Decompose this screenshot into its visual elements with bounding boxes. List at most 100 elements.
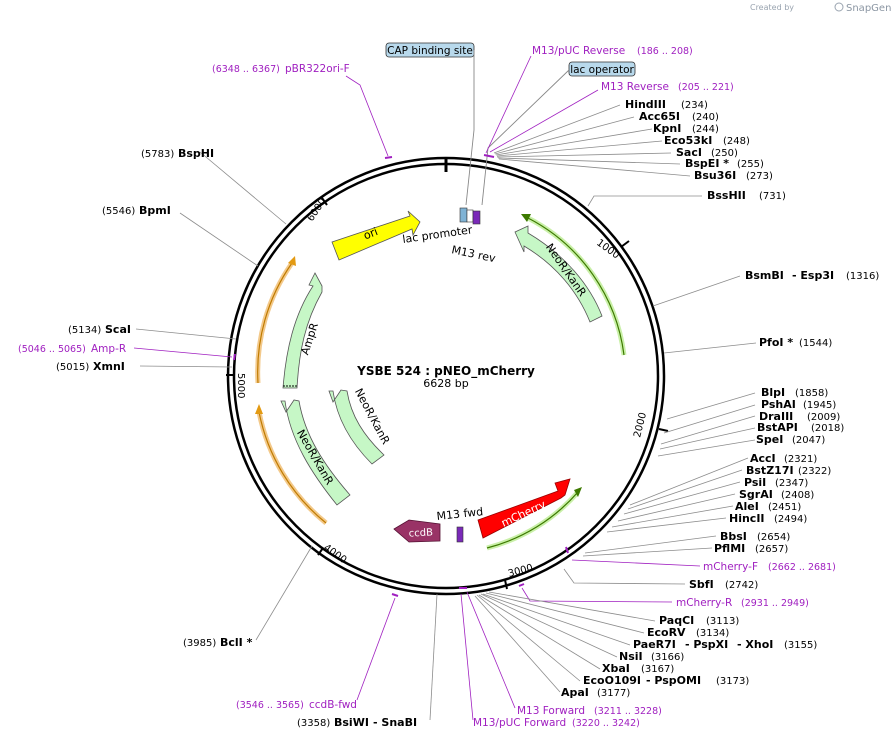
tick-6000 bbox=[321, 197, 328, 206]
site-bstapi-pos: (2018) bbox=[811, 423, 844, 434]
m13-reverse-mark bbox=[483, 154, 495, 158]
leaders-right bbox=[521, 392, 756, 603]
site-kpni-name: KpnI bbox=[653, 122, 681, 135]
ccdb-arrow bbox=[393, 519, 441, 543]
cap-binding-site-callout: CAP binding site bbox=[385, 42, 475, 206]
primer-mcherry-f-name: mCherry-F bbox=[703, 561, 758, 573]
mcherry-r-mark bbox=[518, 583, 525, 587]
site-eco53ki-name: Eco53kI bbox=[664, 134, 712, 147]
ampr-arrow bbox=[282, 272, 323, 389]
tick-1000 bbox=[620, 240, 630, 248]
neor-left-inner-arrow bbox=[328, 389, 385, 465]
leader-hindiii bbox=[493, 104, 621, 154]
cap-binding-site-leader bbox=[465, 50, 475, 206]
m13-fwd-glyph bbox=[456, 526, 464, 543]
site-eco0109i-pos: (3173) bbox=[716, 676, 749, 687]
neor-band-right-arrow bbox=[521, 214, 531, 222]
leader-paer7i bbox=[482, 593, 631, 646]
site-bbsi-pos: (2654) bbox=[757, 532, 790, 543]
feature-ccdb: ccdB bbox=[393, 519, 441, 543]
site-xmni-name: XmnI bbox=[93, 360, 125, 373]
leader-mcherry-r bbox=[521, 587, 673, 603]
site-hincii-name: HincII bbox=[729, 512, 765, 525]
primer-mcherry-r-pos: (2931 .. 2949) bbox=[741, 598, 809, 609]
site-spei-name: SpeI bbox=[756, 433, 783, 446]
site-nsii-pos: (3166) bbox=[651, 652, 684, 663]
site-bspei-pos: (255) bbox=[737, 159, 764, 170]
leader-spei bbox=[657, 439, 756, 457]
site-blpi-pos: (1858) bbox=[795, 388, 828, 399]
ampr-band-lower-arrow bbox=[255, 404, 263, 414]
site-sgrai-name: SgrAI bbox=[739, 488, 773, 501]
site-bsiwi-name: BsiWI bbox=[334, 716, 369, 729]
tick-label-2000: 2000 bbox=[632, 411, 649, 438]
pbr322ori-f-mark bbox=[384, 156, 393, 159]
leaders-bottom bbox=[255, 545, 656, 721]
feature-ampr: AmpR bbox=[282, 272, 323, 389]
site-eco0109i-name: EcoO109I bbox=[583, 674, 641, 687]
site-hindiii-pos: (234) bbox=[681, 100, 708, 111]
site-bbsi-name: BbsI bbox=[720, 530, 747, 543]
site-draiii-pos: (2009) bbox=[807, 412, 840, 423]
primer-m13-forward-name: M13 Forward bbox=[517, 705, 585, 717]
snapgene-watermark: Created by SnapGene bbox=[750, 2, 892, 14]
leaders-top-right bbox=[493, 104, 757, 354]
leader-apai bbox=[474, 595, 561, 693]
mcherry-f-mark bbox=[565, 546, 569, 554]
watermark-created-by: Created by bbox=[750, 3, 794, 12]
site-psii-name: PsiI bbox=[744, 476, 766, 489]
leader-bbsi bbox=[584, 535, 717, 554]
site-paqci-pos: (3113) bbox=[706, 616, 739, 627]
leader-bsiwi bbox=[429, 593, 438, 721]
ampr-band-upper-arrow bbox=[288, 256, 296, 266]
primer-amp-r-pos: (5046 .. 5065) bbox=[18, 344, 86, 355]
site-pspxi-name: - PspXI bbox=[685, 638, 728, 651]
neor-left-outer-label: NeoR/KanR bbox=[294, 427, 336, 487]
leader-bstz17i bbox=[627, 469, 743, 510]
neor-band-right bbox=[521, 214, 627, 356]
cap-site-glyph bbox=[459, 207, 468, 223]
cap-binding-site-label: CAP binding site bbox=[387, 45, 473, 57]
leader-bpmi bbox=[179, 212, 259, 267]
watermark-brand: SnapGene bbox=[846, 3, 892, 14]
leader-eco53ki bbox=[496, 140, 663, 157]
site-bsmbi-pos: (1316) bbox=[846, 271, 879, 282]
site-esp3i-name: - Esp3I bbox=[792, 269, 834, 282]
leader-ccdb-fwd bbox=[356, 597, 396, 701]
leader-ecorv bbox=[485, 592, 645, 634]
site-apai-pos: (3177) bbox=[597, 688, 630, 699]
site-pflmi-pos: (2657) bbox=[755, 544, 788, 555]
site-acc65i-pos: (240) bbox=[692, 112, 719, 123]
leader-acci bbox=[629, 457, 749, 506]
ori-arrow bbox=[331, 210, 421, 261]
site-bsu36i-name: Bsu36I bbox=[694, 169, 736, 182]
site-eco53ki-pos: (248) bbox=[723, 136, 750, 147]
site-pfoi-name: PfoI * bbox=[759, 336, 793, 349]
site-pshai-pos: (1945) bbox=[803, 400, 836, 411]
site-xhoi-name: - XhoI bbox=[737, 638, 773, 651]
ampr-band-upper bbox=[257, 262, 293, 384]
leader-paqci bbox=[488, 591, 656, 622]
site-acci-pos: (2321) bbox=[784, 454, 817, 465]
primer-mcherry-f-pos: (2662 .. 2681) bbox=[768, 562, 836, 573]
neor-right-arrow bbox=[514, 225, 603, 323]
site-kpni-pos: (244) bbox=[692, 124, 719, 135]
leader-m13-reverse bbox=[489, 89, 599, 153]
primer-labels: M13/pUC Reverse (186 .. 208) M13 Reverse… bbox=[18, 45, 836, 729]
leader-pshai bbox=[663, 404, 756, 434]
site-saci-pos: (250) bbox=[711, 148, 738, 159]
site-paer7i-pos: (3155) bbox=[784, 640, 817, 651]
leader-m13puc-forward bbox=[460, 593, 474, 721]
site-snabi-name: - SnaBI bbox=[373, 716, 417, 729]
leader-pfoi bbox=[663, 342, 757, 354]
site-ecorv-name: EcoRV bbox=[647, 626, 686, 639]
site-bsmbi-name: BsmBI bbox=[745, 269, 784, 282]
mcherry-band bbox=[486, 487, 582, 551]
primer-pbr322ori-f-pos: (6348 .. 6367) bbox=[212, 64, 280, 75]
leader-blpi bbox=[666, 392, 756, 420]
primer-m13-reverse-pos: (205 .. 221) bbox=[678, 82, 734, 93]
site-hindiii-name: HindIII bbox=[625, 98, 666, 111]
leader-eco0109i bbox=[476, 594, 581, 682]
site-bsshii-pos: (731) bbox=[759, 191, 786, 202]
